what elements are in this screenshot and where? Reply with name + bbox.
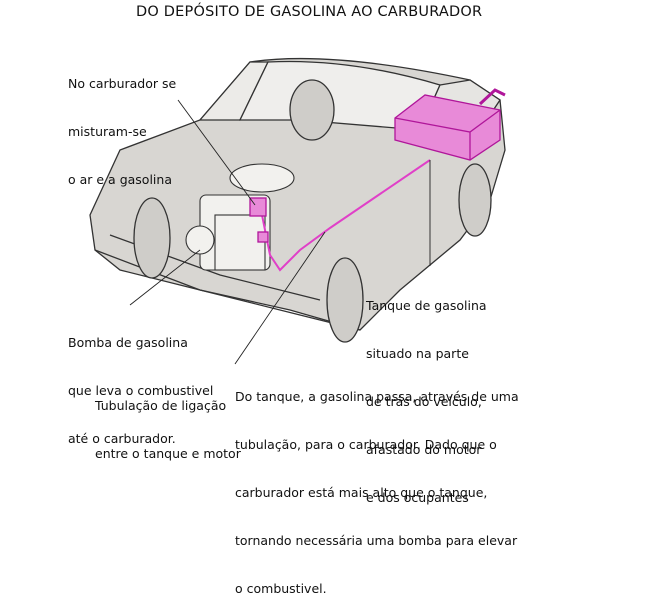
explanation-text: Do tanque, a gasolina passa, através de … bbox=[235, 357, 519, 613]
carburetor-label: No carburador se misturam-se o ar e a ga… bbox=[68, 44, 176, 204]
label-line: Tanque de gasolina bbox=[366, 298, 487, 313]
label-line: misturam-se bbox=[68, 124, 147, 139]
label-line: até o carburador. bbox=[68, 431, 176, 446]
leader-lines bbox=[129, 99, 431, 365]
rear-right-wheel bbox=[458, 163, 492, 237]
label-line: que leva o combustivel bbox=[68, 383, 214, 398]
text-line: carburador está mais alto que o tanque, bbox=[235, 485, 488, 500]
fuel-line bbox=[261, 159, 431, 272]
text-line: tubulação, para o carburador. Dado que o bbox=[235, 437, 497, 452]
front-left-wheel bbox=[133, 197, 171, 279]
label-line: o ar e a gasolina bbox=[68, 172, 172, 187]
rear-left-wheel bbox=[289, 79, 335, 141]
text-line: tornando necessária uma bomba para eleva… bbox=[235, 533, 518, 548]
car-illustration bbox=[89, 57, 506, 365]
wheels bbox=[133, 79, 492, 343]
label-line: No carburador se bbox=[68, 76, 177, 91]
text-line: o combustivel. bbox=[235, 581, 327, 596]
fuel-system bbox=[249, 88, 506, 272]
fuel-pump-label: Bomba de gasolina que leva o combustivel… bbox=[68, 303, 213, 463]
front-right-wheel bbox=[326, 257, 364, 343]
fuel-line-label: Tubulação de ligação entre o tanque e mo… bbox=[95, 366, 241, 478]
fuel-pump-marker bbox=[257, 231, 269, 243]
engine bbox=[185, 163, 295, 271]
label-line: Bomba de gasolina bbox=[68, 335, 188, 350]
label-line: entre o tanque e motor bbox=[95, 446, 241, 461]
text-line: Do tanque, a gasolina passa, através de … bbox=[235, 389, 519, 404]
label-line: Tubulação de ligação bbox=[95, 398, 227, 413]
carburetor bbox=[249, 197, 267, 217]
label-line: de trás do veiculo, bbox=[366, 394, 482, 409]
diagram-title: DO DEPÓSITO DE GASOLINA AO CARBURADOR bbox=[136, 4, 483, 20]
label-line: situado na parte bbox=[366, 346, 469, 361]
